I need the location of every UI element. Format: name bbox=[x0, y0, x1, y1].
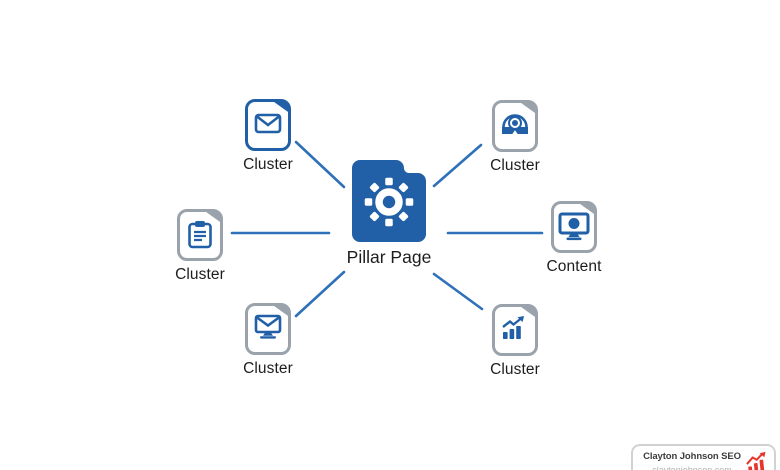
clipboard-file-icon bbox=[177, 209, 223, 261]
monitor-media-file-icon bbox=[551, 201, 597, 253]
connector-top-right bbox=[432, 143, 483, 188]
node-cluster-left: Cluster bbox=[150, 209, 250, 284]
connector-bottom-left bbox=[294, 270, 346, 318]
node-content-right: Content bbox=[524, 201, 624, 276]
gear-dots bbox=[364, 177, 414, 227]
blue-folder-gear-icon bbox=[352, 160, 426, 242]
node-pillar-page bbox=[339, 158, 439, 244]
watermark-title: Clayton Johnson SEO bbox=[643, 451, 741, 462]
node-label: Cluster bbox=[243, 156, 293, 173]
envelope-monitor-file-icon bbox=[245, 303, 291, 355]
node-cluster-top-left: Cluster bbox=[218, 99, 318, 174]
envelope-file-icon bbox=[245, 99, 291, 151]
node-label: Content bbox=[546, 258, 602, 275]
node-cluster-bottom-right: Cluster bbox=[465, 304, 565, 379]
connector-bottom-right bbox=[432, 272, 484, 311]
watermark-text: Clayton Johnson SEO claytonjohnson.com bbox=[643, 451, 741, 470]
red-growth-chart-icon bbox=[746, 451, 766, 470]
node-label: Cluster bbox=[243, 360, 293, 377]
pillar-page-label: Pillar Page bbox=[346, 247, 432, 267]
node-label: Cluster bbox=[175, 266, 225, 283]
node-label: Cluster bbox=[490, 157, 540, 174]
node-label: Cluster bbox=[490, 361, 540, 378]
node-cluster-bottom-left: Cluster bbox=[218, 303, 318, 378]
webcam-file-icon bbox=[492, 100, 538, 152]
connector-top-left bbox=[294, 140, 346, 189]
node-cluster-top-right: Cluster bbox=[465, 100, 565, 175]
watermark-subtitle: claytonjohnson.com bbox=[652, 465, 732, 470]
watermark-badge: Clayton Johnson SEO claytonjohnson.com bbox=[631, 444, 776, 470]
bar-chart-file-icon bbox=[492, 304, 538, 356]
